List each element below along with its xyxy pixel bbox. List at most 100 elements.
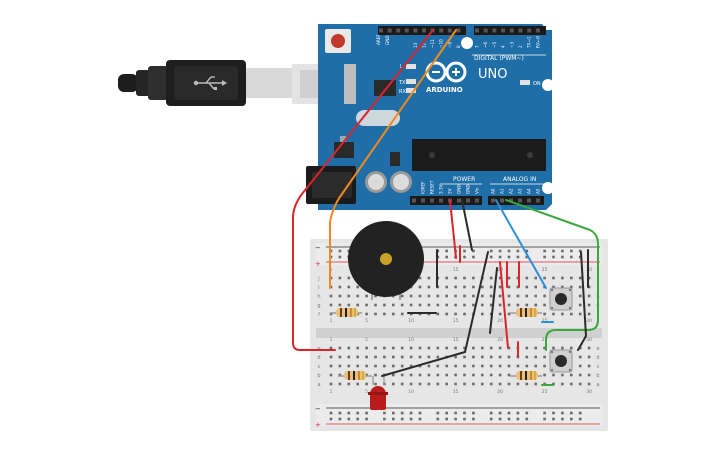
rail-hole[interactable]: [338, 411, 342, 415]
breadboard-hole[interactable]: [383, 355, 386, 359]
rail-hole[interactable]: [498, 255, 502, 259]
breadboard-hole[interactable]: [436, 355, 440, 359]
breadboard-hole[interactable]: [418, 373, 422, 377]
breadboard-hole[interactable]: [365, 355, 368, 359]
breadboard-hole[interactable]: [534, 382, 537, 386]
breadboard-hole[interactable]: [498, 364, 502, 368]
breadboard-hole[interactable]: [445, 285, 448, 289]
breadboard-hole[interactable]: [329, 294, 333, 298]
breadboard-hole[interactable]: [543, 312, 546, 316]
breadboard-hole[interactable]: [338, 382, 342, 386]
breadboard-hole[interactable]: [445, 303, 448, 307]
rail-hole[interactable]: [392, 417, 395, 421]
breadboard-hole[interactable]: [587, 355, 591, 359]
breadboard-hole[interactable]: [365, 294, 368, 298]
breadboard-hole[interactable]: [329, 355, 333, 359]
rail-hole[interactable]: [463, 249, 466, 253]
breadboard-hole[interactable]: [392, 382, 395, 386]
wire-black-button[interactable]: [577, 251, 587, 351]
rail-hole[interactable]: [409, 417, 413, 421]
breadboard-hole[interactable]: [481, 294, 484, 298]
breadboard-hole[interactable]: [472, 373, 475, 377]
breadboard-hole[interactable]: [427, 285, 431, 289]
breadboard-hole[interactable]: [356, 285, 359, 289]
breadboard-hole[interactable]: [507, 355, 511, 359]
breadboard-hole[interactable]: [587, 364, 591, 368]
breadboard-hole[interactable]: [570, 285, 573, 289]
wire-red-long[interactable]: [292, 29, 434, 351]
breadboard-hole[interactable]: [481, 285, 484, 289]
breadboard-hole[interactable]: [570, 382, 573, 386]
header-pin-hole[interactable]: [439, 198, 443, 203]
rail-hole[interactable]: [552, 411, 555, 415]
breadboard-hole[interactable]: [383, 312, 386, 316]
rail-hole[interactable]: [472, 417, 475, 421]
breadboard-hole[interactable]: [534, 355, 537, 359]
breadboard-hole[interactable]: [418, 355, 422, 359]
rail-hole[interactable]: [472, 255, 475, 259]
breadboard-hole[interactable]: [374, 364, 377, 368]
breadboard-hole[interactable]: [481, 364, 484, 368]
breadboard-hole[interactable]: [489, 382, 493, 386]
breadboard-hole[interactable]: [365, 373, 368, 377]
breadboard-hole[interactable]: [543, 276, 546, 280]
wire-black-mid[interactable]: [489, 267, 498, 334]
header-pin-hole[interactable]: [501, 28, 506, 33]
breadboard-hole[interactable]: [445, 373, 448, 377]
breadboard-hole[interactable]: [561, 276, 564, 280]
breadboard-hole[interactable]: [507, 364, 511, 368]
breadboard-hole[interactable]: [561, 373, 564, 377]
breadboard-hole[interactable]: [445, 346, 448, 350]
breadboard-hole[interactable]: [534, 303, 537, 307]
resistor-3[interactable]: [338, 371, 372, 380]
breadboard-hole[interactable]: [356, 303, 359, 307]
breadboard-hole[interactable]: [454, 382, 457, 386]
breadboard-hole[interactable]: [436, 312, 440, 316]
breadboard-hole[interactable]: [436, 373, 440, 377]
breadboard-hole[interactable]: [463, 312, 466, 316]
wire-black-gnd[interactable]: [461, 199, 473, 251]
rail-hole[interactable]: [507, 249, 511, 253]
rail-hole[interactable]: [472, 249, 475, 253]
rail-hole[interactable]: [338, 417, 342, 421]
breadboard-hole[interactable]: [356, 364, 359, 368]
rail-hole[interactable]: [489, 255, 493, 259]
breadboard-hole[interactable]: [392, 346, 395, 350]
breadboard-hole[interactable]: [374, 294, 377, 298]
breadboard-hole[interactable]: [454, 364, 457, 368]
breadboard-hole[interactable]: [587, 382, 591, 386]
breadboard-hole[interactable]: [329, 382, 333, 386]
rail-hole[interactable]: [570, 411, 573, 415]
rail-hole[interactable]: [570, 255, 573, 259]
breadboard-hole[interactable]: [578, 373, 582, 377]
breadboard-hole[interactable]: [392, 355, 395, 359]
header-pin-hole[interactable]: [527, 28, 532, 33]
breadboard-hole[interactable]: [534, 346, 537, 350]
breadboard-hole[interactable]: [463, 382, 466, 386]
header-pin-hole[interactable]: [379, 28, 383, 33]
header-pin-hole[interactable]: [404, 28, 409, 33]
rail-hole[interactable]: [400, 411, 404, 415]
breadboard-hole[interactable]: [347, 285, 351, 289]
breadboard-hole[interactable]: [525, 285, 529, 289]
breadboard-hole[interactable]: [561, 285, 564, 289]
breadboard-hole[interactable]: [498, 355, 502, 359]
breadboard-hole[interactable]: [463, 355, 466, 359]
pushbutton-2[interactable]: [549, 349, 573, 373]
header-pin-hole[interactable]: [422, 28, 426, 33]
rail-hole[interactable]: [507, 411, 511, 415]
rail-hole[interactable]: [356, 417, 359, 421]
breadboard-hole[interactable]: [338, 355, 342, 359]
rail-hole[interactable]: [436, 417, 440, 421]
breadboard-hole[interactable]: [552, 276, 555, 280]
rail-hole[interactable]: [578, 411, 582, 415]
header-pin-hole[interactable]: [457, 198, 461, 203]
breadboard-hole[interactable]: [418, 276, 422, 280]
breadboard-hole[interactable]: [578, 355, 582, 359]
breadboard-hole[interactable]: [481, 355, 484, 359]
breadboard-hole[interactable]: [507, 294, 511, 298]
breadboard-hole[interactable]: [392, 303, 395, 307]
rail-hole[interactable]: [418, 417, 422, 421]
breadboard-hole[interactable]: [409, 355, 413, 359]
header-pin-hole[interactable]: [387, 28, 392, 33]
